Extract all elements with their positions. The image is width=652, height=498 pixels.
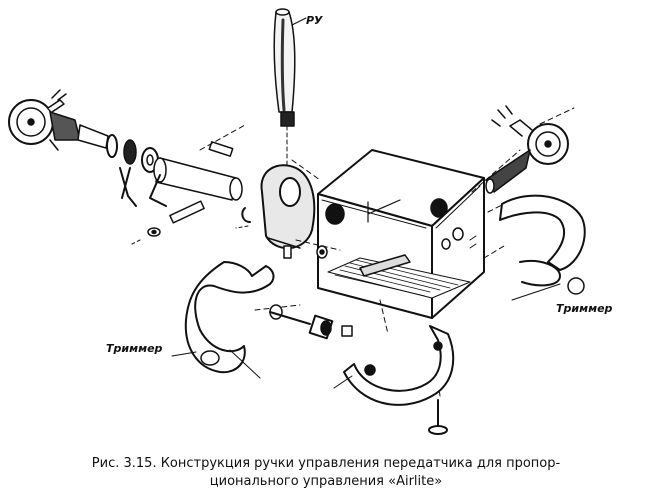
- assembly-guide-lines: [254, 107, 575, 397]
- lower-bracket: [333, 325, 455, 406]
- label-ru: РУ: [306, 14, 323, 27]
- caption-line-2: ционального управления «Airlite»: [209, 474, 443, 489]
- left-trimmer-lever: [171, 261, 275, 379]
- caption-line-1: Рис. 3.15. Конструкция ручки управления …: [91, 456, 561, 471]
- exploded-assembly-drawing: РУ Триммер Триммер: [8, 8, 613, 435]
- gimbal-ring: [260, 164, 316, 259]
- bottom-screw: [428, 399, 448, 435]
- left-potentiometer: [8, 89, 159, 207]
- label-trimmer-left: Триммер: [106, 342, 163, 355]
- figure-caption: Рис. 3.15. Конструкция ручки управления …: [0, 455, 652, 491]
- label-trimmer-right: Триммер: [556, 302, 613, 315]
- loose-hardware: [129, 200, 251, 246]
- right-potentiometer: [485, 105, 569, 194]
- shaft-bearing: [149, 141, 243, 207]
- lower-hardware: [269, 304, 353, 340]
- right-trimmer-lever: [499, 194, 586, 301]
- gimbal-box: [317, 149, 485, 319]
- control-stick: [273, 8, 296, 181]
- box-screws: [316, 227, 464, 259]
